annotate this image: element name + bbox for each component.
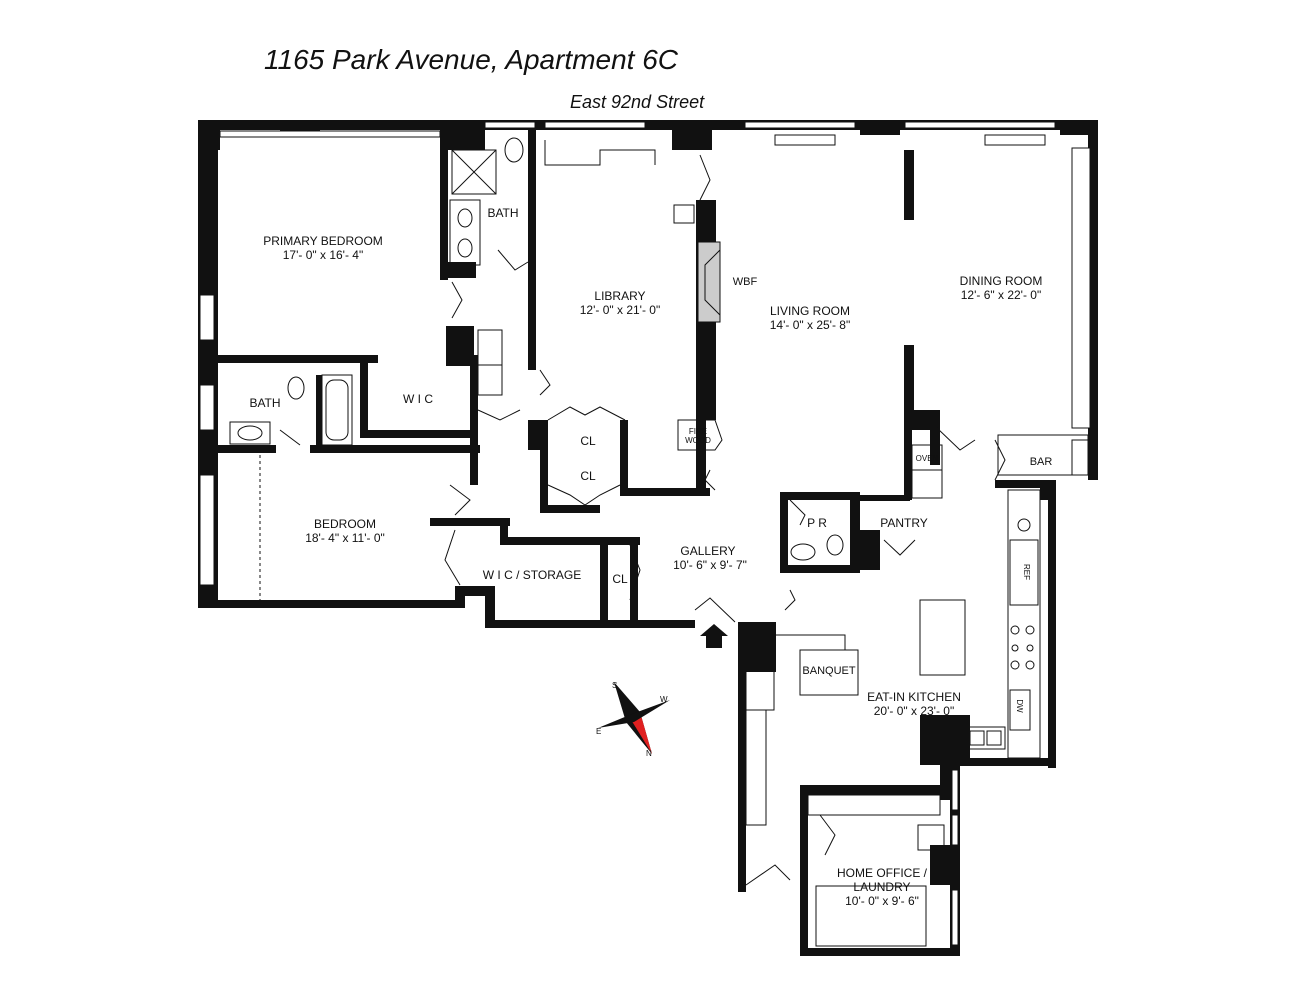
room-office-dims: 10'- 0" x 9'- 6" [845, 894, 919, 908]
room-gallery-dims: 10'- 6" x 9'- 7" [673, 558, 747, 572]
room-office-name-1: HOME OFFICE / [837, 866, 928, 880]
room-pantry-name: PANTRY [880, 516, 928, 530]
compass-w: W [660, 695, 668, 704]
oven-label: OVEN [916, 454, 939, 463]
room-wic-storage-name: W I C / STORAGE [483, 568, 581, 582]
fixtures [229, 134, 1091, 947]
room-kitchen-dims: 20'- 0" x 23'- 0" [874, 704, 954, 718]
room-bar-name: BAR [1030, 456, 1053, 468]
compass-n: N [646, 749, 652, 758]
room-gallery-name: GALLERY [680, 544, 735, 558]
room-dining-room-dims: 12'- 6" x 22'- 0" [961, 288, 1041, 302]
room-powder-room-name: P R [807, 516, 827, 530]
plan-title: 1165 Park Avenue, Apartment 6C [264, 44, 679, 75]
street-label: East 92nd Street [570, 92, 705, 112]
walls [198, 120, 1098, 956]
room-closet-2-name: CL [580, 469, 596, 483]
room-library-dims: 12'- 0" x 21'- 0" [580, 303, 660, 317]
room-living-room-dims: 14'- 0" x 25'- 8" [770, 318, 850, 332]
room-library-name: LIBRARY [594, 289, 645, 303]
banquet-label: BANQUET [802, 665, 855, 677]
room-wic-primary-name: W I C [403, 392, 433, 406]
room-bedroom-name: BEDROOM [314, 517, 376, 531]
room-bath-primary-name: BATH [487, 206, 518, 220]
compass-s: S [612, 681, 617, 690]
room-dining-room-name: DINING ROOM [960, 274, 1043, 288]
firewood-label-2: WOOD [685, 436, 711, 445]
wbf-label: WBF [733, 276, 758, 288]
room-office-name-2: LAUNDRY [853, 880, 910, 894]
firewood-label-1: FIRE [689, 427, 707, 436]
room-closet-1-name: CL [580, 434, 596, 448]
room-primary-bedroom-dims: 17'- 0" x 16'- 4" [283, 248, 363, 262]
windows [199, 121, 1091, 946]
compass-e: E [596, 727, 601, 736]
doors [279, 154, 1006, 886]
room-primary-bedroom-name: PRIMARY BEDROOM [263, 234, 383, 248]
entry-arrow-icon [700, 624, 728, 648]
room-living-room-name: LIVING ROOM [770, 304, 850, 318]
room-bath-second-name: BATH [249, 396, 280, 410]
room-labels: PRIMARY BEDROOM 17'- 0" x 16'- 4" BATH L… [249, 206, 1052, 908]
room-kitchen-name: EAT-IN KITCHEN [867, 690, 961, 704]
room-closet-3-name: CL [612, 572, 628, 586]
ref-label: REF [1022, 564, 1031, 580]
dw-label: DW [1015, 699, 1024, 713]
compass-icon: S W E N [596, 681, 670, 758]
room-bedroom-dims: 18'- 4" x 11'- 0" [305, 531, 385, 545]
